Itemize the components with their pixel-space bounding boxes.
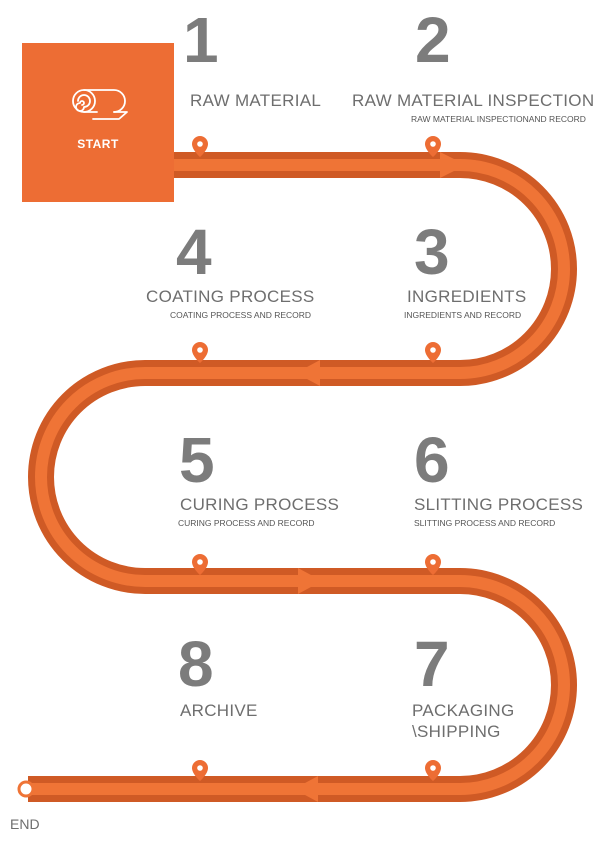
step-number: 6 — [414, 424, 450, 496]
step-title: INGREDIENTS — [407, 287, 527, 306]
location-pin-icon — [425, 760, 441, 781]
end-marker — [17, 780, 35, 798]
step-number: 2 — [415, 4, 451, 76]
step-number: 4 — [176, 216, 212, 288]
road-inner — [28, 159, 570, 795]
direction-arrow — [298, 568, 322, 594]
step-number: 8 — [178, 628, 214, 700]
step-title: PACKAGING \SHIPPING — [412, 701, 515, 741]
location-pin-icon — [192, 554, 208, 575]
location-pin-icon — [425, 342, 441, 363]
step-title: SLITTING PROCESS — [414, 495, 584, 514]
step-number: 1 — [183, 4, 219, 76]
start-label: START — [77, 137, 119, 151]
step-subtitle: COATING PROCESS AND RECORD — [170, 310, 312, 320]
step-title: CURING PROCESS — [180, 495, 340, 514]
end-label: END — [10, 816, 40, 832]
step-title: ARCHIVE — [180, 701, 258, 720]
direction-arrow — [296, 360, 320, 386]
location-pin-icon — [425, 136, 441, 157]
direction-arrow — [294, 776, 318, 802]
step-title: RAW MATERIAL INSPECTION — [352, 91, 595, 110]
start-box: START — [22, 43, 174, 202]
step-subtitle: RAW MATERIAL INSPECTIONAND RECORD — [411, 114, 586, 124]
step-number: 5 — [179, 424, 215, 496]
step-number: 7 — [414, 628, 450, 700]
step-number: 3 — [414, 216, 450, 288]
step-title: RAW MATERIAL — [190, 91, 322, 110]
location-pin-icon — [192, 136, 208, 157]
road-outer — [28, 152, 577, 802]
location-pin-icon — [192, 760, 208, 781]
direction-arrow — [440, 152, 466, 178]
step-subtitle: SLITTING PROCESS AND RECORD — [414, 518, 556, 528]
location-pin-icon — [192, 342, 208, 363]
location-pin-icon — [425, 554, 441, 575]
step-subtitle: CURING PROCESS AND RECORD — [178, 518, 315, 528]
step-title: COATING PROCESS — [146, 287, 315, 306]
step-subtitle: INGREDIENTS AND RECORD — [404, 310, 522, 320]
fabric-roll-icon — [72, 89, 128, 120]
